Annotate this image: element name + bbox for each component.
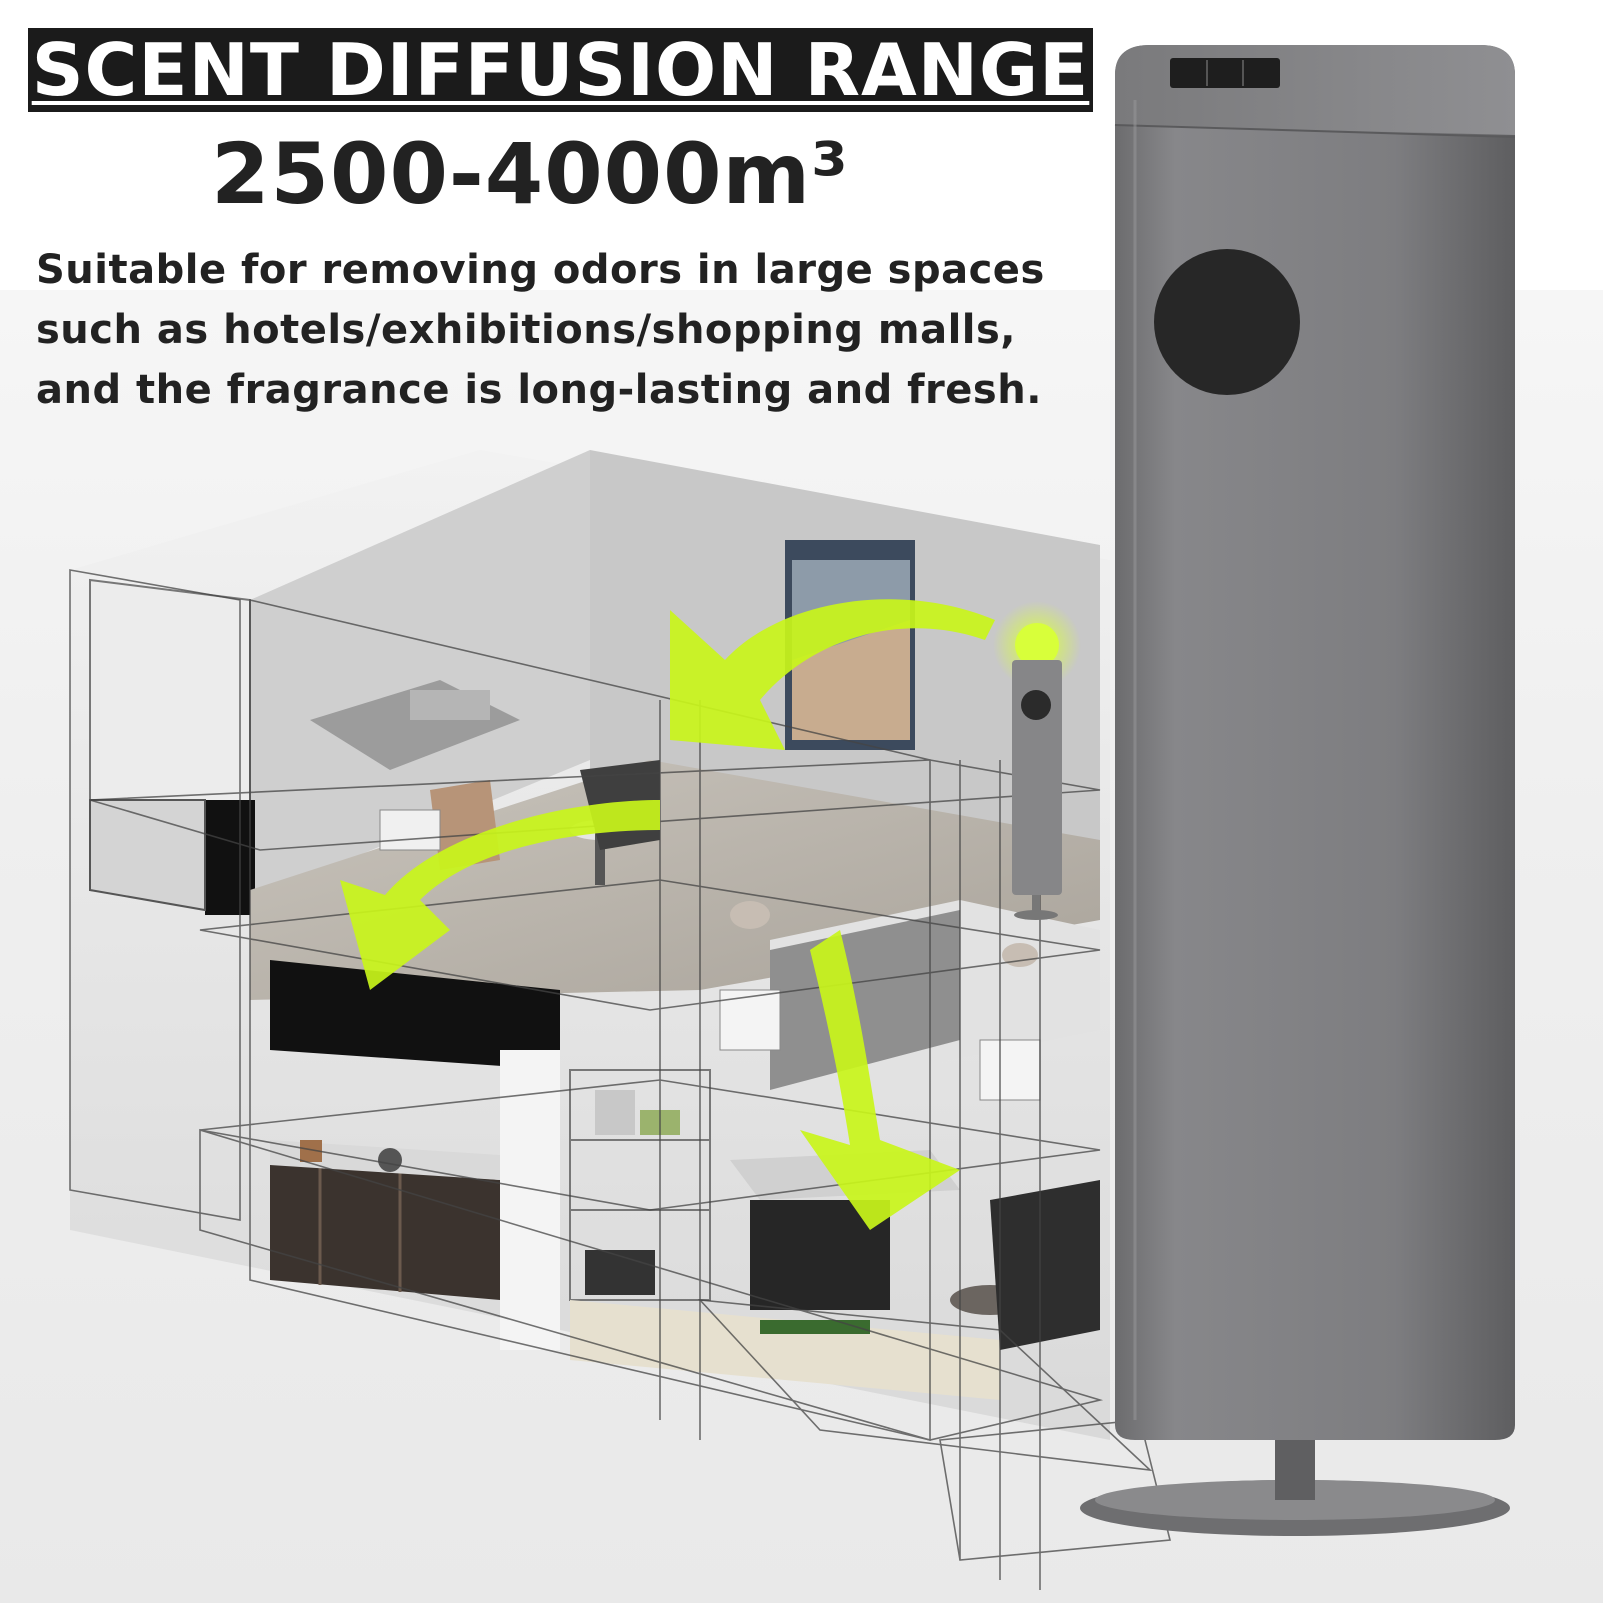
description-line: such as hotels/exhibitions/shopping mall… <box>36 307 1017 353</box>
aroma-diffuser-device-icon <box>1080 45 1516 1536</box>
headline-banner: SCENT DIFFUSION RANGE <box>28 28 1093 112</box>
description-line: Suitable for removing odors in large spa… <box>36 247 1045 293</box>
range-value: 2500-4000m³ <box>211 125 849 223</box>
description: Suitable for removing odors in large spa… <box>36 240 1096 420</box>
headline-text: SCENT DIFFUSION RANGE <box>31 28 1090 112</box>
description-line: and the fragrance is long-lasting and fr… <box>36 367 1042 413</box>
scent-flow-arrow-icon <box>340 599 995 1230</box>
small-diffuser-icon <box>993 601 1081 920</box>
